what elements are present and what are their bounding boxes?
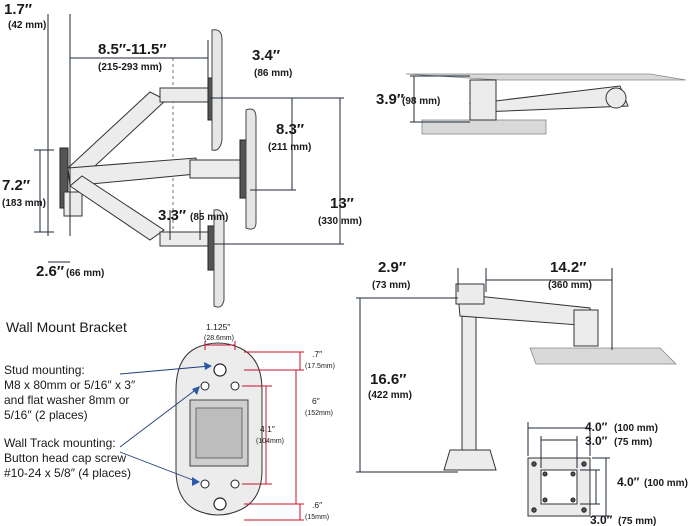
dim-travel: 13″: [330, 195, 354, 212]
bracket-dim-span: 6″: [312, 396, 320, 406]
bracket-dim-bottom-mm: (15mm): [305, 514, 329, 521]
stud-label-line-4: 5/16″ (2 places): [4, 408, 88, 422]
dim-arm-length-mm: (360 mm): [548, 280, 592, 291]
clamp-top: [469, 79, 497, 121]
bracket-dim-top: .7″: [312, 349, 322, 359]
monitor-mid: [245, 108, 257, 230]
stud-hole-top: [213, 363, 227, 377]
bracket-title: Wall Mount Bracket: [6, 319, 127, 335]
vesa-inner-v-mm: (75 mm): [618, 516, 656, 526]
dim-arm-depth-mm: (42 mm): [8, 20, 46, 31]
monitor-lower: [213, 209, 225, 308]
bracket-dim-width-mm: (28.6mm): [204, 335, 234, 342]
monitor-upper: [211, 29, 223, 151]
vesa-inner-h: 3.0″: [585, 434, 608, 448]
tilt-head-upper: [159, 87, 209, 103]
pole-base: [443, 449, 497, 471]
bracket-dim-bottom: .6″: [312, 500, 322, 510]
arm-joint-side: [455, 283, 485, 305]
dim-total-height: 16.6″: [370, 371, 406, 388]
dim-vesa-offset: 8.3″: [276, 121, 304, 138]
pole-side-view: 2.9″ (73 mm) 14.2″ (360 mm) 16.6″ (422 m…: [356, 259, 677, 473]
dim-pivot-mm: (85 mm): [190, 212, 228, 223]
wall-bracket-detail: Wall Mount Bracket Stud mounting: M8 x 8…: [4, 319, 335, 521]
dim-top-height-mm: (98 mm): [402, 96, 440, 107]
dim-mount-height-mm: (183 mm): [2, 198, 46, 209]
bracket-dim-span-mm: (152mm): [305, 410, 333, 417]
arm-lower-position: [69, 175, 165, 241]
tilt-head-side: [573, 309, 599, 347]
vesa-outer-h: 4.0″: [585, 420, 608, 434]
arm-pivot-top: [605, 87, 627, 109]
track-hole-1: [200, 381, 210, 391]
vesa-inner-h-mm: (75 mm): [614, 437, 652, 448]
vesa-plate-cutout: [540, 469, 578, 505]
dim-travel-mm: (330 mm): [318, 216, 362, 227]
track-label-line-1: Wall Track mounting:: [4, 436, 116, 450]
dim-vesa-offset-mm: (211 mm): [268, 142, 311, 153]
bracket-dim-top-mm: (17.5mm): [305, 363, 335, 370]
pole: [461, 299, 477, 451]
vesa-outer-v: 4.0″: [617, 475, 640, 489]
dim-bracket-depth: 2.6″: [36, 263, 64, 280]
track-hole-4: [230, 479, 240, 489]
stud-label-line-1: Stud mounting:: [4, 363, 85, 377]
stud-label-line-3: and flat washer 8mm or: [4, 393, 129, 407]
vesa-inner-v: 3.0″: [590, 513, 613, 526]
vesa-outer-h-mm: (100 mm): [614, 423, 658, 434]
dim-pole-offset: 2.9″: [378, 259, 406, 276]
stud-label-line-2: M8 x 80mm or 5/16″ x 3″: [4, 378, 136, 392]
dim-top-height: 3.9″: [376, 91, 404, 108]
dim-reach-mm: (215-293 mm): [98, 62, 162, 73]
bracket-dim-mid-mm: (104mm): [256, 438, 284, 445]
stud-hole-bottom: [213, 497, 227, 511]
front-profile-view: 1.7″ (42 mm) 8.5″-11.5″ (215-293 mm) 3.4…: [2, 1, 362, 308]
dim-pole-offset-mm: (73 mm): [372, 280, 410, 291]
top-view: 3.9″ (98 mm): [376, 73, 687, 135]
dim-tilt: 3.4″: [252, 47, 280, 64]
vesa-plate-view: 4.0″ (100 mm) 3.0″ (75 mm) 4.0″ (100 mm)…: [527, 420, 688, 526]
track-hole-2: [230, 381, 240, 391]
tilt-head-mid: [189, 159, 243, 179]
dim-bracket-depth-mm: (66 mm): [66, 268, 104, 279]
bracket-dim-mid: 4.1″: [260, 424, 275, 434]
vesa-outer-v-mm: (100 mm): [644, 478, 688, 489]
dim-total-height-mm: (422 mm): [368, 390, 412, 401]
monitor-side-edge: [529, 347, 677, 365]
track-label-line-2: Button head cap screw: [4, 451, 126, 465]
track-hole-3: [200, 479, 210, 489]
dim-pivot: 3.3″: [158, 207, 186, 224]
dim-reach: 8.5″-11.5″: [98, 41, 167, 58]
monitor-top-edge: [405, 73, 687, 81]
bracket-dim-width: 1.125″: [206, 322, 230, 332]
wall-bracket: [63, 191, 83, 217]
dim-arm-depth: 1.7″: [4, 1, 32, 18]
tilt-head-lower: [159, 231, 211, 247]
track-label-line-3: #10-24 x 5/8″ (4 places): [4, 466, 131, 480]
dim-arm-length: 14.2″: [550, 259, 586, 276]
dim-mount-height: 7.2″: [2, 177, 30, 194]
dim-tilt-mm: (86 mm): [254, 68, 292, 79]
